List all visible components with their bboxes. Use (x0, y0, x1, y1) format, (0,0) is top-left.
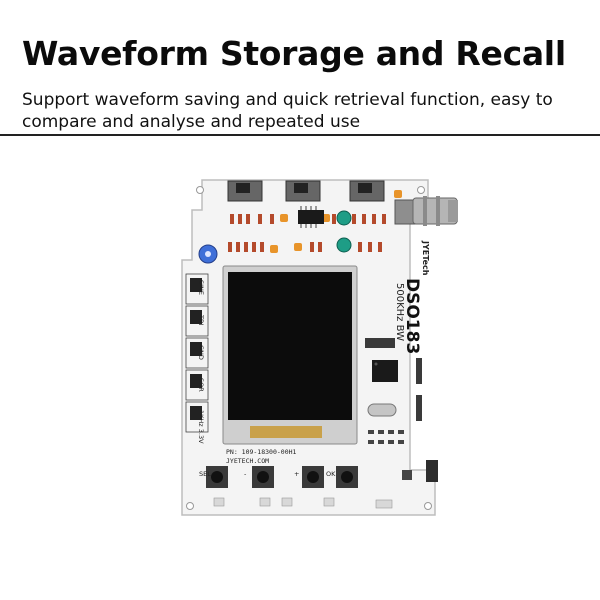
header-divider (0, 134, 600, 136)
label-ok: OK (326, 470, 336, 478)
page-subtitle: Support waveform saving and quick retrie… (22, 90, 553, 132)
label-plus: + (294, 470, 300, 478)
board-illustration (181, 179, 458, 516)
board-website: JYETECH.COM (226, 457, 270, 465)
label-tri: TRI (197, 315, 205, 326)
bnc-connector (394, 196, 458, 226)
header-pins-right (365, 338, 422, 421)
signal-boxes (185, 273, 209, 433)
label-sel: SEL (199, 470, 211, 478)
signal-headers (190, 278, 202, 420)
trimmer-pot-1 (336, 210, 352, 226)
label-minus: - (244, 470, 247, 478)
slide-switch-2 (285, 180, 321, 202)
label-sine: SINE (197, 280, 205, 296)
label-1khz: 1KHz 3.3V (197, 410, 205, 444)
push-button-ok (336, 466, 358, 488)
push-button-plus (302, 466, 324, 488)
slide-switch-1 (227, 180, 263, 202)
board-model: DSO183 (402, 278, 422, 355)
small-components-right (368, 430, 412, 480)
op-amp-chip (298, 206, 324, 228)
crystal-oscillator (367, 403, 397, 417)
page-title: Waveform Storage and Recall (22, 34, 566, 73)
board-brand: JYETech (421, 241, 430, 276)
label-sqr: SQR (197, 378, 205, 392)
part-number: PN: 109-18300-00H1 (226, 448, 297, 456)
oscilloscope-board: PN: 109-18300-00H1 JYETECH.COM (170, 170, 460, 530)
slide-switch-3 (349, 180, 385, 202)
board-spec: 500KHz BW (394, 283, 405, 341)
lcd-screen (222, 265, 358, 445)
push-button-sel (206, 466, 228, 488)
usb-port (426, 460, 438, 482)
mcu-chip (372, 360, 398, 382)
push-button-minus (252, 466, 274, 488)
component-row-top (230, 214, 386, 224)
trimmer-pot-2 (336, 237, 352, 253)
component-row-mid (228, 242, 382, 252)
label-gnd: GND (197, 345, 205, 360)
